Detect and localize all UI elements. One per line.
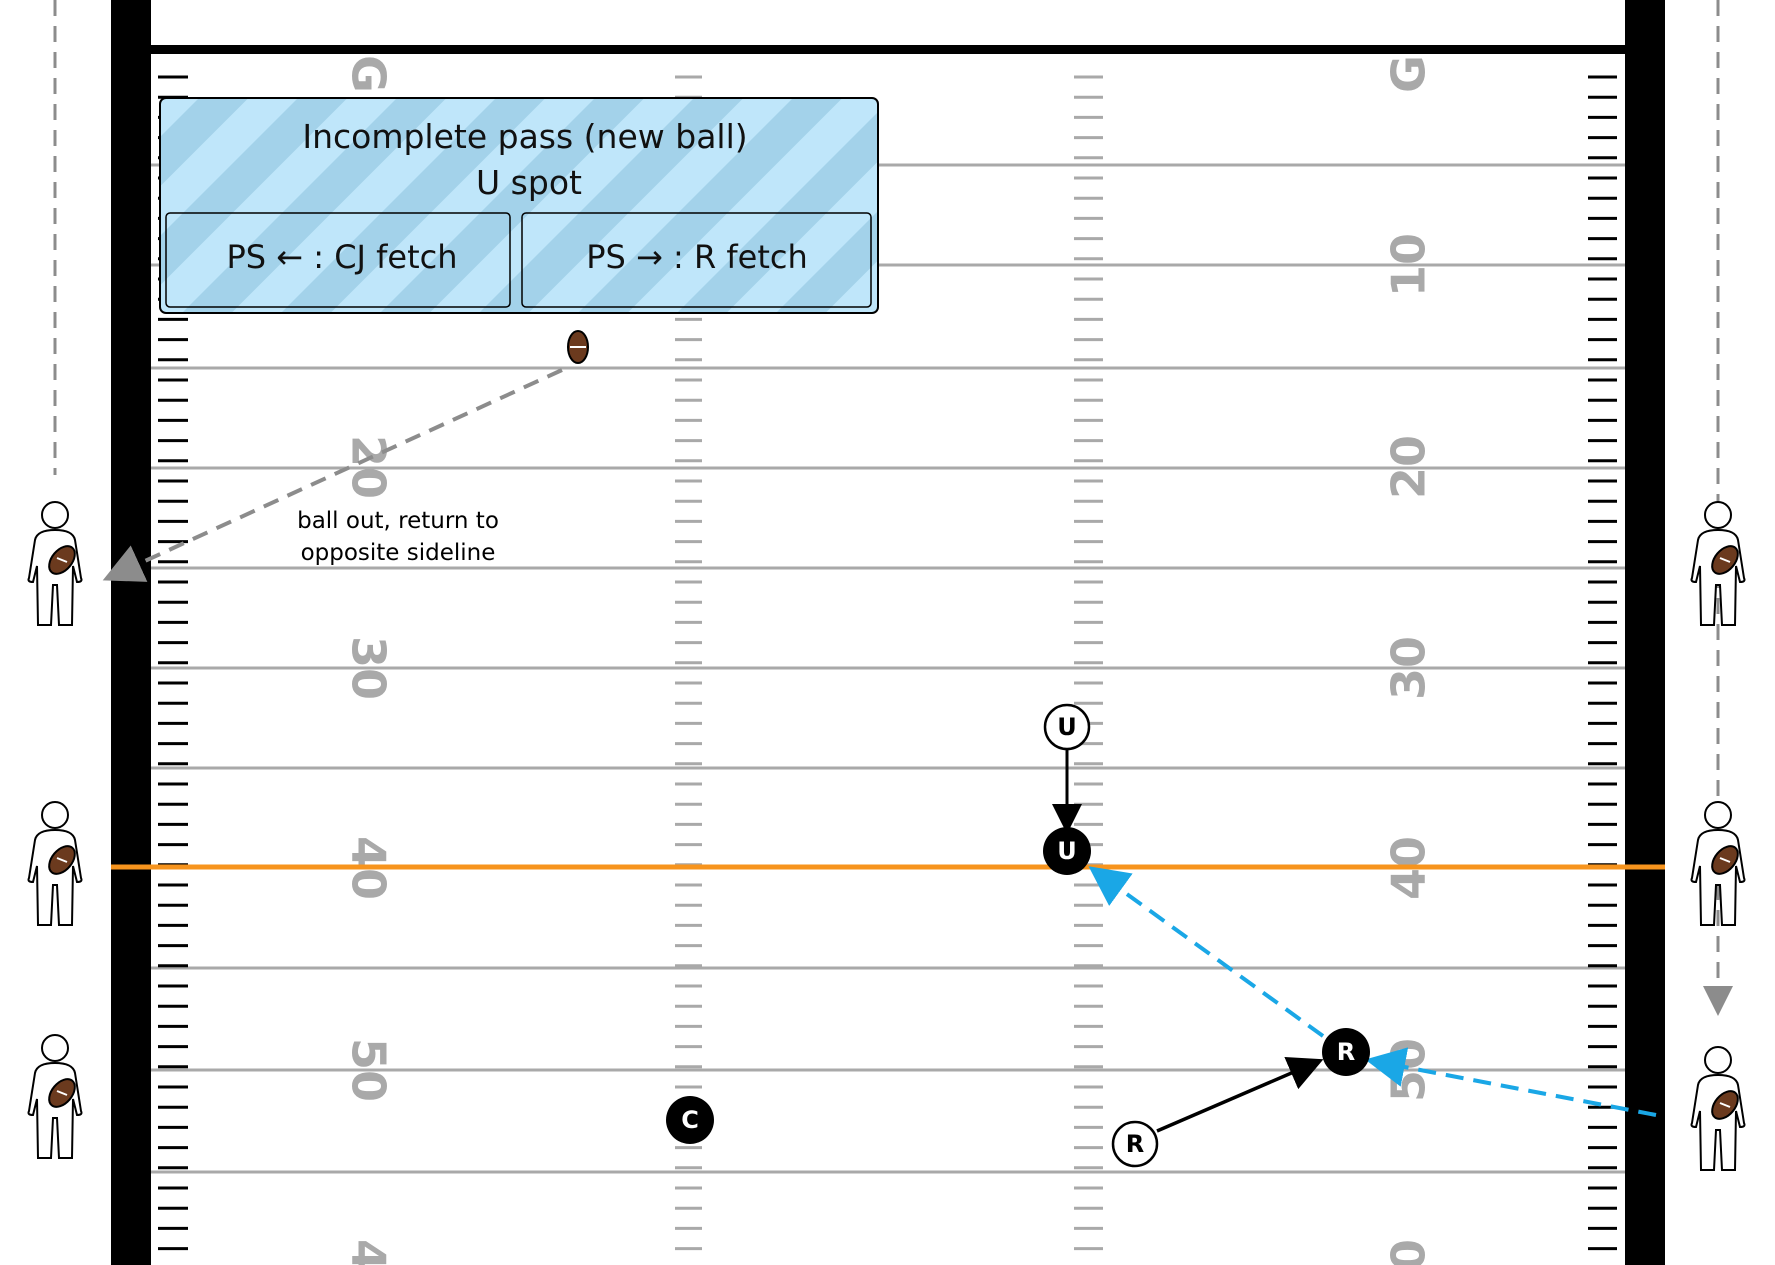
callout-subtitle: U spot	[476, 163, 582, 202]
ball-person-icon	[1690, 801, 1746, 926]
callout-box: Incomplete pass (new ball) U spot PS ← :…	[159, 97, 879, 314]
yard-number: 30	[1382, 636, 1436, 700]
football-icon	[567, 330, 589, 364]
yard-number: 20	[1382, 435, 1436, 499]
svg-text:R: R	[1337, 1038, 1355, 1066]
official-u-start: U	[1043, 703, 1091, 751]
callout-left-label: PS ← : CJ fetch	[226, 238, 457, 276]
ball-person-icon	[27, 801, 83, 926]
official-r-end: R	[1322, 1028, 1370, 1076]
r-move-arrow	[1156, 1057, 1324, 1133]
callout-right-label: PS → : R fetch	[586, 238, 808, 276]
relay-path-in	[1365, 1047, 1657, 1117]
yard-number: G	[342, 55, 396, 93]
svg-text:C: C	[681, 1106, 699, 1134]
end-line	[151, 45, 1625, 54]
svg-text:U: U	[1057, 837, 1077, 865]
annotation-line1: ball out, return to	[297, 508, 499, 534]
official-r-start: R	[1111, 1120, 1159, 1168]
yard-number: 30	[342, 636, 396, 700]
yard-number: 50	[342, 1038, 396, 1102]
ball-out-path	[102, 368, 563, 582]
callout-right-cell	[521, 212, 872, 308]
yard-number: 20	[342, 435, 396, 499]
ball-person-icon	[27, 1034, 83, 1159]
svg-text:U: U	[1057, 713, 1077, 741]
yard-number: G	[1382, 55, 1436, 93]
ball-person-icon	[27, 501, 83, 626]
yard-number: 10	[1382, 233, 1436, 297]
official-u-end: U	[1043, 827, 1091, 875]
yard-numbers-right: G 10 20 30 40 50 0	[1382, 55, 1436, 1265]
yard-number: 0	[1382, 1239, 1436, 1265]
ball-person-icon	[1690, 1046, 1746, 1171]
left-sideline	[111, 0, 151, 1265]
right-sideline	[1625, 0, 1665, 1265]
annotation-line2: opposite sideline	[301, 540, 496, 566]
relay-path-to-u	[1088, 866, 1325, 1038]
callout-title: Incomplete pass (new ball)	[302, 117, 747, 156]
callout-left-cell	[165, 212, 511, 308]
svg-text:R: R	[1126, 1130, 1144, 1158]
official-c: C	[666, 1096, 714, 1144]
yard-number: 4	[342, 1239, 396, 1265]
